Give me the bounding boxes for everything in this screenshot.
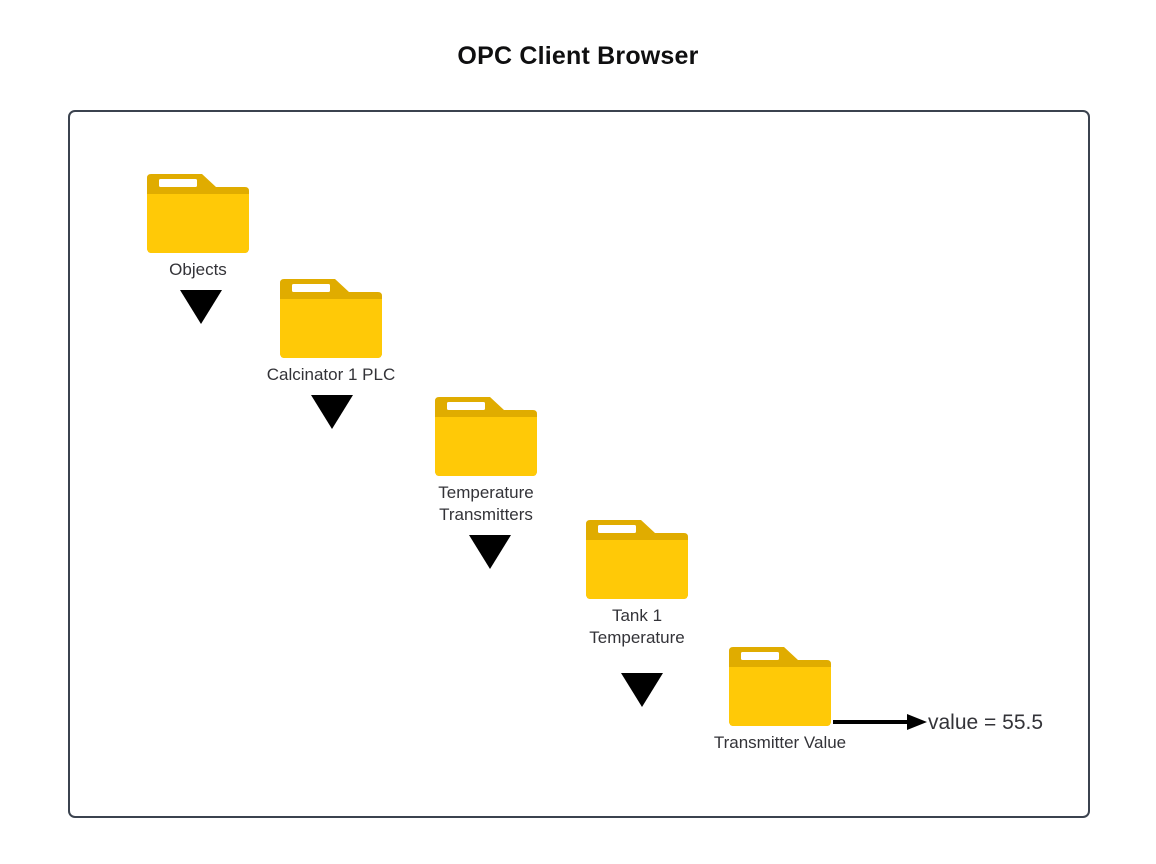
folder-icon (726, 645, 834, 729)
triangle-down-icon (469, 535, 511, 569)
tree-node-label: Calcinator 1 PLC (266, 365, 396, 384)
tree-node-transmitter-value[interactable]: Transmitter Value (714, 645, 870, 754)
arrow-right-icon (833, 712, 929, 732)
value-readout: value = 55.5 (928, 711, 1044, 734)
tree-node-label: Tank 1 Temperature (589, 606, 685, 647)
tree-node-temperature-transmitters[interactable]: Temperature Transmitters (432, 395, 576, 526)
triangle-down-icon (180, 290, 222, 324)
tree-node-label: Objects (169, 260, 227, 279)
folder-icon (583, 518, 691, 602)
triangle-down-icon (311, 395, 353, 429)
tree-node-tank-1-temperature[interactable]: Tank 1 Temperature (583, 518, 727, 649)
tree-node-label: Transmitter Value (713, 733, 847, 752)
triangle-down-icon (621, 673, 663, 707)
page-title: OPC Client Browser (457, 42, 699, 70)
folder-icon (144, 172, 252, 256)
folder-icon (432, 395, 540, 479)
diagram-frame: Objects Calcinator 1 PLC Temperature Tra… (68, 110, 1090, 818)
tree-node-label: Temperature Transmitters (438, 483, 534, 524)
tree-node-objects[interactable]: Objects (144, 172, 288, 281)
tree-node-calcinator-1-plc[interactable]: Calcinator 1 PLC (267, 277, 421, 386)
folder-icon (277, 277, 385, 361)
